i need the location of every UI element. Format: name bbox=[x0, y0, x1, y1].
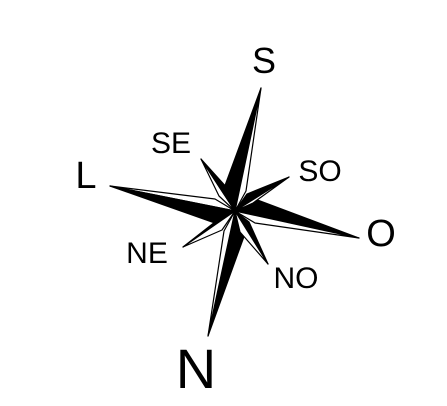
label-southeast: SE bbox=[151, 127, 191, 160]
label-southwest: SO bbox=[298, 155, 341, 188]
label-west: O bbox=[366, 213, 396, 255]
label-north: N bbox=[176, 337, 216, 400]
label-south: S bbox=[252, 40, 276, 81]
label-northeast: NE bbox=[126, 237, 168, 270]
label-northwest: NO bbox=[274, 262, 319, 295]
label-east: L bbox=[75, 155, 96, 197]
